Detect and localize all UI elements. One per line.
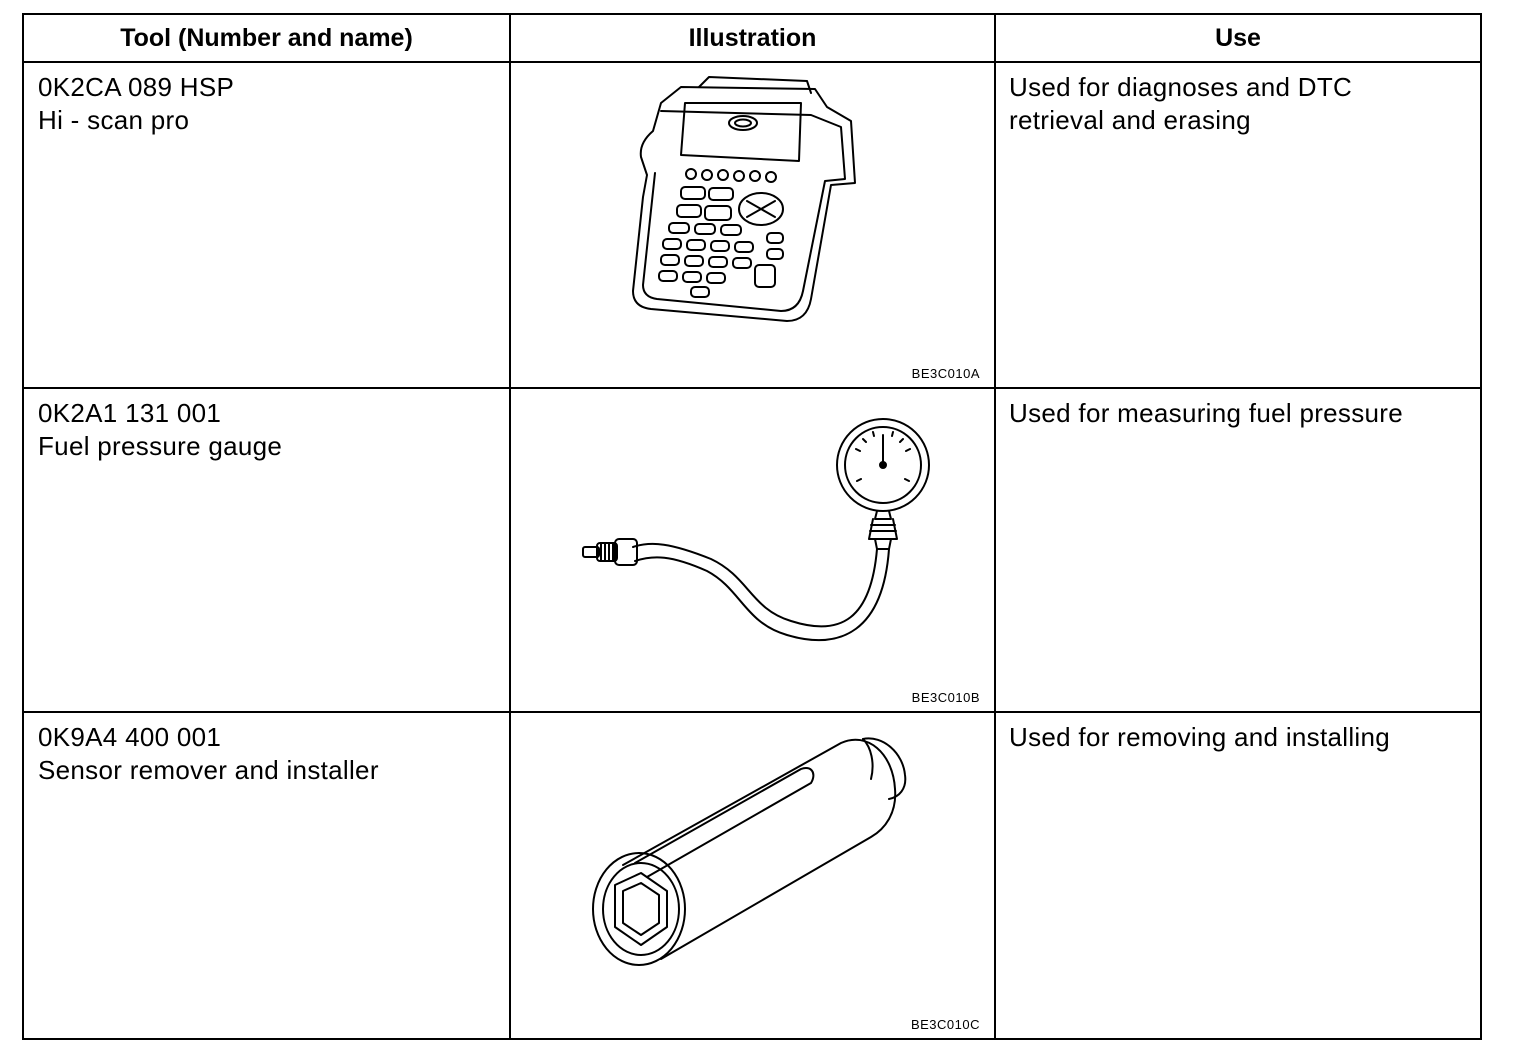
tool-number: 0K9A4 400 001 [38, 722, 222, 752]
tool-cell: 0K9A4 400 001 Sensor remover and install… [22, 711, 511, 1040]
use-text-line: Used for removing and installing [1009, 722, 1391, 752]
illustration-cell: BE3C010A [509, 61, 996, 389]
scan-tool-icon [632, 76, 856, 322]
tool-cell: 0K2CA 089 HSP Hi - scan pro [22, 61, 511, 389]
special-tools-table: Tool (Number and name) Illustration Use … [22, 13, 1482, 1040]
tool-name: Fuel pressure gauge [38, 431, 283, 461]
figure-code: BE3C010A [911, 366, 980, 381]
header-tool: Tool (Number and name) [22, 13, 511, 63]
pressure-gauge-icon [582, 418, 930, 642]
table-header-row: Tool (Number and name) Illustration Use [22, 13, 1482, 63]
tool-name: Hi - scan pro [38, 105, 190, 135]
sensor-socket-icon [592, 737, 907, 966]
tool-cell: 0K2A1 131 001 Fuel pressure gauge [22, 387, 511, 713]
header-illustration: Illustration [509, 13, 996, 63]
use-text-line: Used for diagnoses and DTC [1009, 72, 1353, 102]
figure-code: BE3C010C [910, 1017, 980, 1032]
table-row: 0K2CA 089 HSP Hi - scan pro [22, 61, 1482, 389]
use-text-line: retrieval and erasing [1009, 105, 1251, 135]
tool-name: Sensor remover and installer [38, 755, 379, 785]
tool-number: 0K2A1 131 001 [38, 398, 222, 428]
use-cell: Used for diagnoses and DTC retrieval and… [994, 61, 1482, 389]
figure-code: BE3C010B [911, 690, 980, 705]
header-use: Use [994, 13, 1482, 63]
illustration-cell: BE3C010C [509, 711, 996, 1040]
use-cell: Used for removing and installing [994, 711, 1482, 1040]
tool-number: 0K2CA 089 HSP [38, 72, 235, 102]
use-cell: Used for measuring fuel pressure [994, 387, 1482, 713]
illustration-cell: BE3C010B [509, 387, 996, 713]
table-row: 0K2A1 131 001 Fuel pressure gauge [22, 387, 1482, 713]
table-row: 0K9A4 400 001 Sensor remover and install… [22, 711, 1482, 1040]
use-text-line: Used for measuring fuel pressure [1009, 398, 1404, 428]
